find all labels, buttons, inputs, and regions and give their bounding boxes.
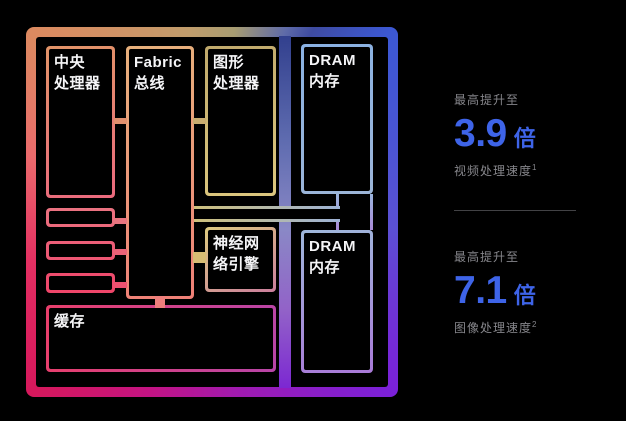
connector-sub2-fabric — [113, 249, 127, 255]
dram-top-block: DRAM 内存 — [301, 44, 373, 194]
cpu-block: 中央 处理器 — [46, 46, 115, 198]
fabric-label: Fabric 总线 — [129, 49, 191, 296]
connector-sub1-fabric — [113, 218, 127, 224]
cpu-label: 中央 处理器 — [49, 49, 112, 195]
stat-value: 3.9 — [454, 112, 507, 155]
connector-sub3-fabric — [113, 282, 127, 288]
stat-unit: 倍 — [513, 283, 536, 308]
cpu-sub-block-2 — [46, 241, 115, 260]
channel-fabric-dram — [194, 206, 340, 222]
cache-label: 缓存 — [49, 308, 273, 369]
stat-prefix: 最高提升至 — [454, 250, 520, 264]
gpu-block: 图形 处理器 — [205, 46, 276, 196]
fabric-block: Fabric 总线 — [126, 46, 194, 299]
dram-top-label: DRAM 内存 — [304, 47, 370, 191]
footnote-marker: 2 — [532, 320, 538, 329]
connector-cpu-fabric — [114, 118, 127, 124]
dram-bottom-label: DRAM 内存 — [304, 233, 370, 370]
connector-gpu-fabric — [193, 118, 206, 124]
stat-caption: 图像处理速度2 — [454, 320, 538, 335]
connector-neural-fabric — [193, 252, 206, 263]
stat-caption: 视频处理速度1 — [454, 163, 538, 178]
channel-dram-dram — [336, 194, 373, 230]
neural-engine-block: 神经网 络引擎 — [205, 227, 276, 292]
gpu-label: 图形 处理器 — [208, 49, 273, 193]
cache-block: 缓存 — [46, 305, 276, 372]
stats-divider-line — [454, 210, 576, 211]
connector-fabric-cache — [155, 296, 165, 308]
footnote-marker: 1 — [532, 163, 538, 172]
stat-value: 7.1 — [454, 269, 507, 312]
stat-unit: 倍 — [513, 126, 536, 151]
dram-bottom-block: DRAM 内存 — [301, 230, 373, 373]
cpu-sub-block-3 — [46, 273, 115, 293]
neural-engine-label: 神经网 络引擎 — [208, 230, 273, 289]
chip-package-frame: 中央 处理器 Fabric 总线 图形 处理器 神经网 络引擎 缓存 DRAM … — [26, 27, 398, 397]
stat-prefix: 最高提升至 — [454, 93, 520, 107]
cpu-sub-block-1 — [46, 208, 115, 227]
